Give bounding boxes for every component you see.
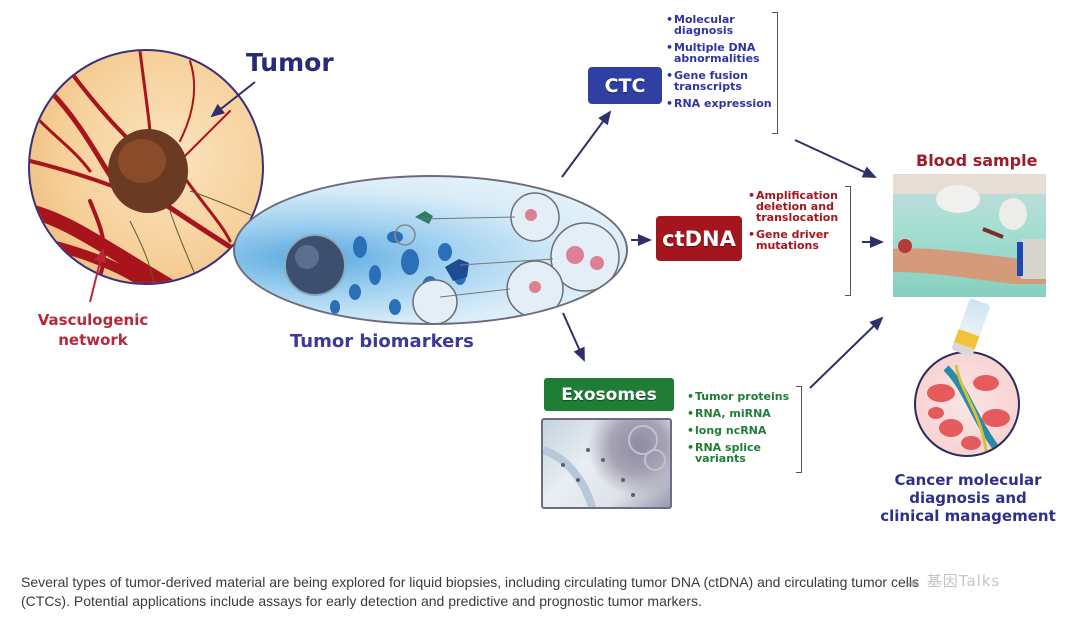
list-item: Amplification deletion and translocation [748, 190, 848, 223]
list-item: Multiple DNA abnormalities [666, 42, 786, 64]
figure-caption: Several types of tumor-derived material … [21, 573, 1071, 611]
arrow-to-exosomes [562, 312, 585, 362]
ctdna-bracket [845, 186, 851, 296]
biomarker-drawing [284, 192, 620, 323]
tumor-illustration [28, 49, 264, 285]
outcome-line1: Cancer molecular [894, 471, 1042, 489]
outcome-line2: diagnosis and [909, 489, 1027, 507]
exosomes-box: Exosomes [544, 378, 674, 411]
vasculogenic-line1: Vasculogenic [37, 311, 149, 329]
list-item: long ncRNA [687, 425, 802, 436]
ctdna-vesicle [550, 222, 620, 292]
blood-sample-photo [893, 174, 1046, 297]
list-item: Tumor proteins [687, 391, 802, 402]
list-item: RNA, miRNA [687, 408, 802, 419]
exosomes-bracket [796, 386, 802, 473]
ctdna-applications-list: Amplification deletion and translocation… [748, 190, 848, 257]
tumor-biomarkers-label: Tumor biomarkers [290, 331, 474, 352]
arrow-to-ctc [561, 110, 612, 178]
arrow-ctc-to-blood [794, 139, 877, 178]
ctc-applications-list: Molecular diagnosis Multiple DNA abnorma… [666, 14, 786, 115]
watermark: ☁ 基因Talks [905, 570, 1000, 591]
list-item: RNA splice variants [687, 442, 802, 464]
list-item: RNA expression [666, 98, 786, 109]
ctc-box: CTC [588, 67, 662, 104]
arrow-exosomes-to-blood [809, 316, 884, 389]
exosomes-micrograph [541, 418, 672, 509]
tumor-biomarkers-illustration [233, 175, 628, 325]
exosomes-applications-list: Tumor proteins RNA, miRNA long ncRNA RNA… [687, 391, 802, 470]
ctc-bracket [772, 12, 778, 134]
list-item: Gene driver mutations [748, 229, 848, 251]
ctdna-box: ctDNA [656, 216, 742, 261]
blood-sample-label: Blood sample [916, 151, 1038, 170]
molecular-diagnosis-illustration [914, 351, 1020, 457]
outcome-line3: clinical management [880, 507, 1056, 525]
caption-line1: Several types of tumor-derived material … [21, 574, 919, 590]
tumor-pointer-arrow [210, 81, 256, 118]
cancer-diagnosis-label: Cancer molecular diagnosis and clinical … [868, 471, 1068, 525]
wechat-icon: ☁ [905, 572, 921, 590]
list-item: Molecular diagnosis [666, 14, 786, 36]
tumor-label: Tumor [246, 48, 334, 77]
watermark-text: 基因Talks [926, 572, 1001, 590]
vasculogenic-pointer-arrow [89, 248, 106, 303]
list-item: Gene fusion transcripts [666, 70, 786, 92]
vasculogenic-network-label: Vasculogenic network [28, 310, 158, 350]
vasculogenic-line2: network [58, 331, 128, 349]
caption-line2: (CTCs). Potential applications include a… [21, 593, 702, 609]
